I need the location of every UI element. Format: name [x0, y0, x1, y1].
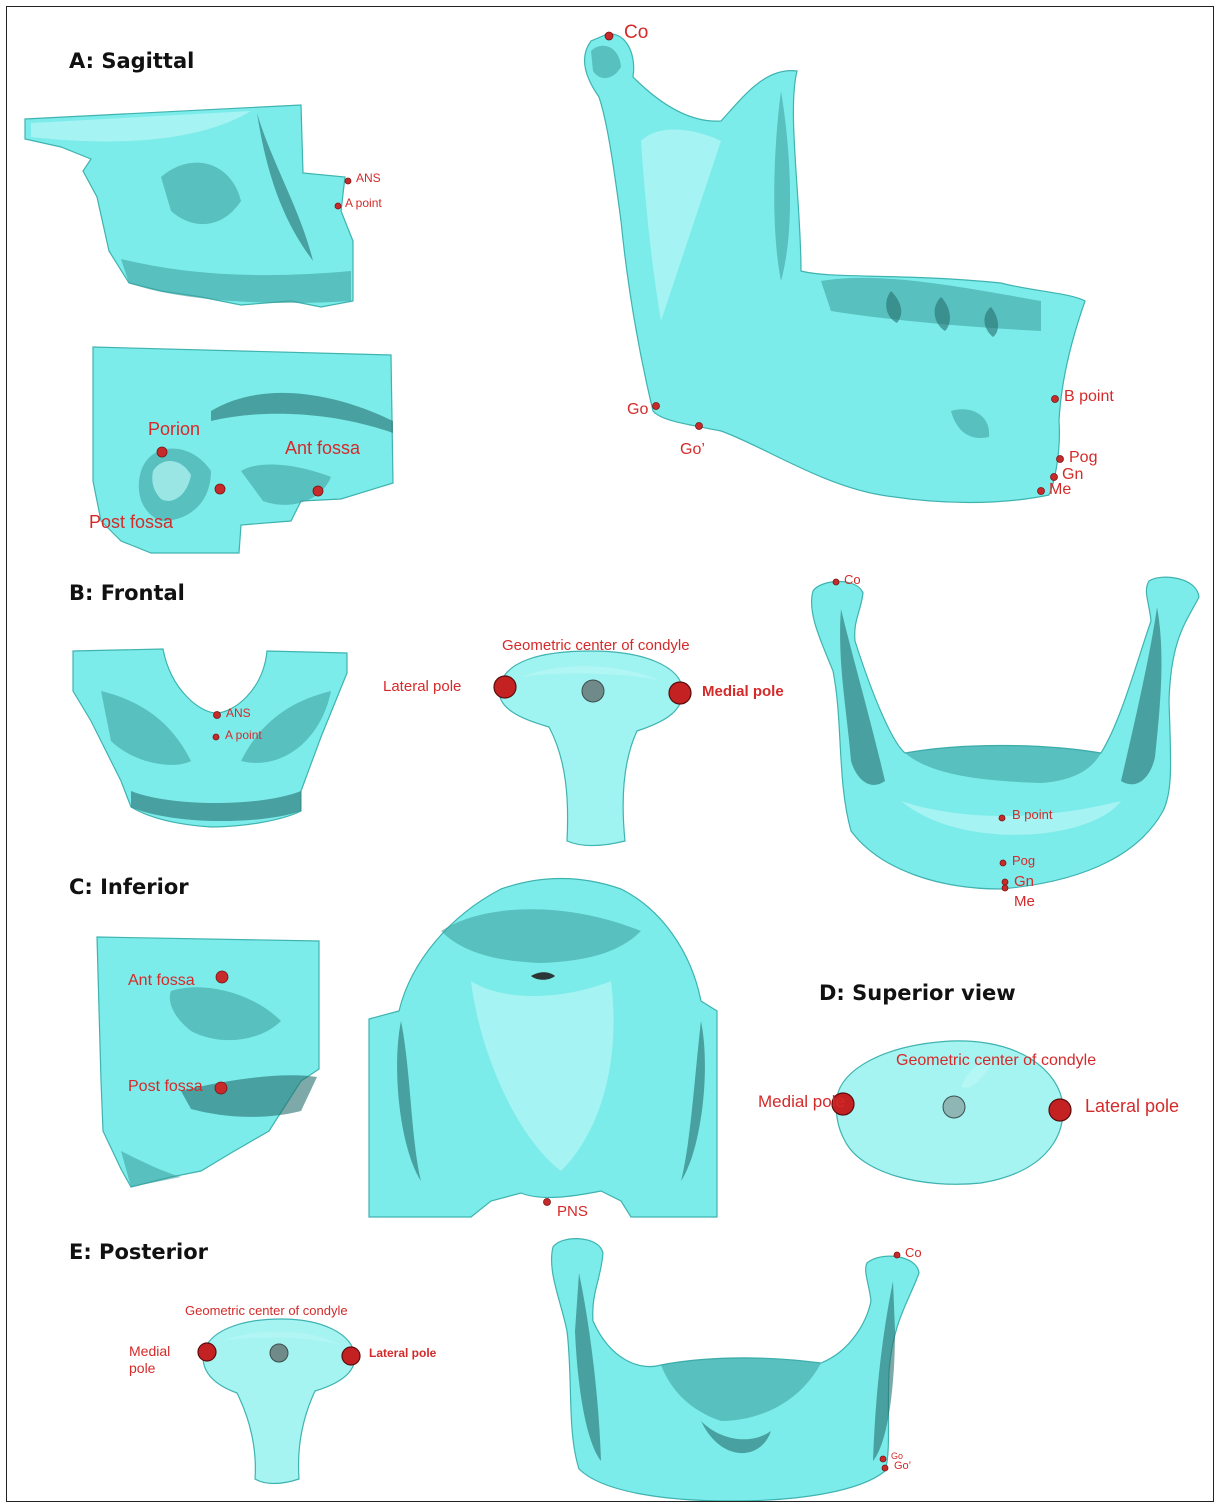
section-title-posterior: E: Posterior: [69, 1240, 209, 1264]
section-title-frontal: B: Frontal: [69, 581, 185, 605]
geometric-center-posterior-marker: [270, 1344, 288, 1362]
label-a-point: A point: [345, 196, 382, 210]
label-me-frontal: Me: [1014, 893, 1035, 910]
section-title-superior: D: Superior view: [819, 981, 1016, 1005]
a-point-marker: [335, 203, 341, 209]
anatomy-figure: A: Sagittal ANS A point Porion Ant fossa…: [7, 7, 1214, 1502]
post-fossa-marker: [215, 484, 225, 494]
mandible-frontal-model: [812, 577, 1199, 889]
label-medial-pole-superior: Medial pole: [758, 1092, 845, 1111]
go-posterior-marker: [880, 1456, 886, 1462]
label-lateral-pole-superior: Lateral pole: [1085, 1096, 1179, 1116]
label-post-fossa-inferior: Post fossa: [128, 1078, 203, 1095]
label-pns: PNS: [557, 1203, 588, 1220]
lateral-pole-posterior-marker: [342, 1347, 360, 1365]
label-go-prime-sagittal: Go’: [680, 441, 705, 458]
maxilla-frontal-model: [73, 649, 347, 827]
co-posterior-marker: [894, 1252, 900, 1258]
mandible-sagittal-model: [585, 34, 1085, 502]
label-ant-fossa-inferior: Ant fossa: [128, 972, 195, 989]
go-marker-sagittal: [653, 403, 660, 410]
label-porion: Porion: [148, 419, 200, 439]
label-medial-posterior-line1: Medial: [129, 1343, 170, 1359]
me-marker-sagittal: [1038, 488, 1045, 495]
pog-marker-sagittal: [1057, 456, 1064, 463]
label-geometric-center-frontal: Geometric center of condyle: [502, 637, 690, 654]
figure-frame: A: Sagittal ANS A point Porion Ant fossa…: [6, 6, 1214, 1502]
label-pog-sagittal: Pog: [1069, 449, 1097, 466]
me-frontal-marker: [1002, 885, 1008, 891]
label-medial-posterior-line2: pole: [129, 1360, 156, 1376]
lateral-pole-frontal-marker: [494, 676, 516, 698]
label-me-sagittal: Me: [1049, 481, 1071, 498]
pns-marker: [544, 1199, 551, 1206]
pog-frontal-marker: [1000, 860, 1006, 866]
label-medial-pole-frontal: Medial pole: [702, 683, 784, 700]
gn-marker-sagittal: [1051, 474, 1058, 481]
b-point-marker-sagittal: [1052, 396, 1059, 403]
geometric-center-frontal-marker: [582, 680, 604, 702]
label-gn-frontal: Gn: [1014, 873, 1034, 890]
label-geometric-center-posterior: Geometric center of condyle: [185, 1303, 348, 1318]
lateral-pole-superior-marker: [1049, 1099, 1071, 1121]
label-pog-frontal: Pog: [1012, 853, 1035, 868]
post-fossa-inferior-marker: [215, 1082, 227, 1094]
medial-pole-posterior-marker: [198, 1343, 216, 1361]
label-a-point-frontal: A point: [225, 728, 262, 742]
label-lateral-pole-posterior: Lateral pole: [369, 1346, 437, 1360]
label-go-sagittal: Go: [627, 401, 648, 418]
mandible-posterior-model: [552, 1239, 919, 1501]
label-lateral-pole-frontal: Lateral pole: [383, 678, 461, 695]
label-co-sagittal: Co: [624, 22, 648, 43]
section-title-sagittal: A: Sagittal: [69, 49, 194, 73]
label-b-point-sagittal: B point: [1064, 388, 1114, 405]
co-frontal-marker: [833, 579, 839, 585]
label-go-prime-posterior: Go’: [894, 1460, 911, 1472]
ans-point-marker: [345, 178, 351, 184]
maxilla-palate-inferior-model: [369, 879, 717, 1218]
co-marker-sagittal: [605, 32, 613, 40]
geometric-center-superior-marker: [943, 1096, 965, 1118]
section-title-inferior: C: Inferior: [69, 875, 189, 899]
label-ant-fossa: Ant fossa: [285, 438, 361, 458]
label-ans: ANS: [356, 171, 381, 185]
ant-fossa-marker: [313, 486, 323, 496]
label-co-posterior: Co: [905, 1245, 922, 1260]
label-geometric-center-superior: Geometric center of condyle: [896, 1052, 1096, 1069]
label-co-frontal: Co: [844, 572, 861, 587]
go-prime-marker-sagittal: [696, 423, 703, 430]
a-point-frontal-marker: [213, 734, 219, 740]
porion-marker: [157, 447, 167, 457]
go-prime-posterior-marker: [882, 1465, 888, 1471]
label-b-point-frontal: B point: [1012, 807, 1053, 822]
maxilla-sagittal-model: [25, 105, 353, 307]
label-ans-frontal: ANS: [226, 706, 251, 720]
medial-pole-frontal-marker: [669, 682, 691, 704]
ans-frontal-marker: [214, 712, 221, 719]
label-post-fossa: Post fossa: [89, 512, 174, 532]
ant-fossa-inferior-marker: [216, 971, 228, 983]
b-point-frontal-marker: [999, 815, 1005, 821]
gn-frontal-marker: [1002, 879, 1008, 885]
